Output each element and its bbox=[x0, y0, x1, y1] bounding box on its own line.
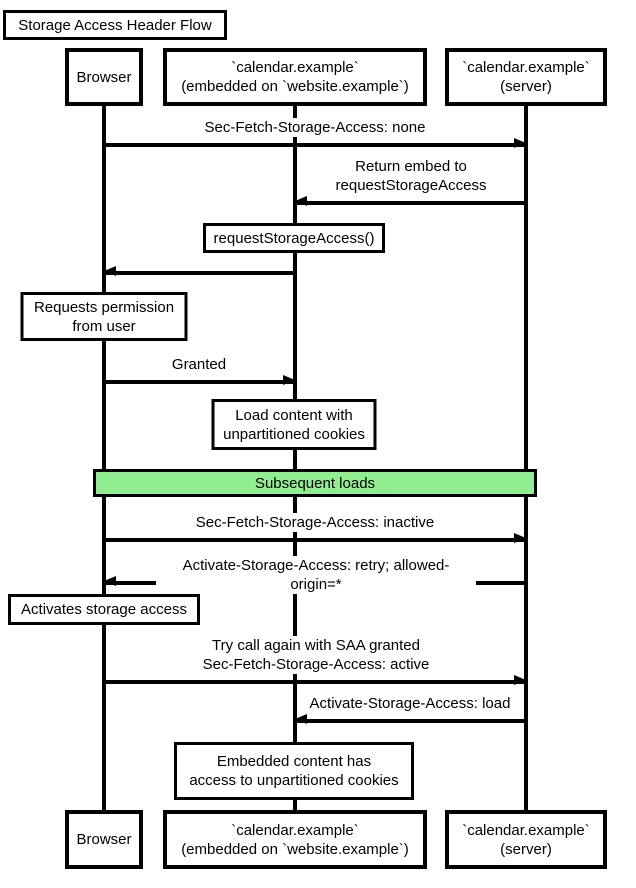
message-label: Sec-Fetch-Storage-Access: none bbox=[201, 118, 429, 137]
note-box: Load content with unpartitioned cookies bbox=[211, 399, 377, 450]
note-label: Activates storage access bbox=[21, 601, 187, 618]
message-label: Activate-Storage-Access: load bbox=[306, 694, 514, 713]
arrowhead-left-icon bbox=[104, 266, 116, 276]
message-line bbox=[104, 680, 526, 684]
note-label: Requests permission from user bbox=[33, 298, 175, 335]
message-line bbox=[104, 143, 526, 147]
actor-box-server-bottom: `calendar.example` (server) bbox=[445, 810, 607, 869]
arrowhead-right-icon bbox=[514, 675, 526, 685]
message-line bbox=[295, 201, 526, 205]
lifeline-server bbox=[524, 106, 528, 810]
diagram-title: Storage Access Header Flow bbox=[3, 10, 227, 40]
actor-box-browser-bottom: Browser bbox=[65, 810, 143, 869]
message-label: Granted bbox=[168, 355, 230, 374]
actor-label-embed-top: `calendar.example` (embedded on `website… bbox=[181, 59, 409, 95]
actor-box-embed-top: `calendar.example` (embedded on `website… bbox=[163, 48, 427, 106]
note-box: requestStorageAccess() bbox=[203, 223, 385, 253]
subsequent-loads-band: Subsequent loads bbox=[93, 469, 537, 497]
message-label: Try call again with SAA granted Sec-Fetc… bbox=[199, 636, 433, 674]
arrowhead-left-icon bbox=[104, 576, 116, 586]
note-label: requestStorageAccess() bbox=[213, 229, 375, 247]
actor-box-server-top: `calendar.example` (server) bbox=[445, 48, 607, 106]
arrowhead-right-icon bbox=[514, 533, 526, 543]
message-line bbox=[104, 380, 295, 384]
message-line bbox=[104, 538, 526, 542]
lifeline-browser bbox=[102, 106, 106, 810]
arrowhead-right-icon bbox=[514, 138, 526, 148]
actor-label-browser-top: Browser bbox=[76, 68, 132, 86]
actor-label-browser-bottom: Browser bbox=[76, 831, 132, 848]
subsequent-loads-label: Subsequent loads bbox=[254, 474, 376, 492]
message-line bbox=[104, 271, 295, 275]
message-line bbox=[295, 719, 526, 723]
actor-label-server-bottom: `calendar.example` (server) bbox=[462, 821, 590, 858]
actor-label-embed-bottom: `calendar.example` (embedded on `website… bbox=[181, 821, 409, 858]
actor-box-embed-bottom: `calendar.example` (embedded on `website… bbox=[163, 810, 427, 869]
message-label: Sec-Fetch-Storage-Access: inactive bbox=[192, 513, 438, 532]
lifeline-embed bbox=[293, 106, 297, 810]
actor-box-browser-top: Browser bbox=[65, 48, 143, 106]
arrowhead-left-icon bbox=[295, 196, 307, 206]
note-label: Load content with unpartitioned cookies bbox=[223, 406, 365, 443]
arrowhead-right-icon bbox=[283, 375, 295, 385]
arrowhead-left-icon bbox=[295, 714, 307, 724]
actor-label-server-top: `calendar.example` (server) bbox=[462, 59, 590, 95]
note-box: Requests permission from user bbox=[20, 292, 188, 341]
message-label: Return embed to requestStorageAccess bbox=[332, 157, 490, 195]
message-label: Activate-Storage-Access: retry; allowed-… bbox=[156, 556, 476, 594]
note-box: Activates storage access bbox=[8, 594, 200, 625]
note-label: Embedded content has access to unpartiti… bbox=[189, 753, 399, 789]
note-box: Embedded content has access to unpartiti… bbox=[174, 742, 414, 800]
